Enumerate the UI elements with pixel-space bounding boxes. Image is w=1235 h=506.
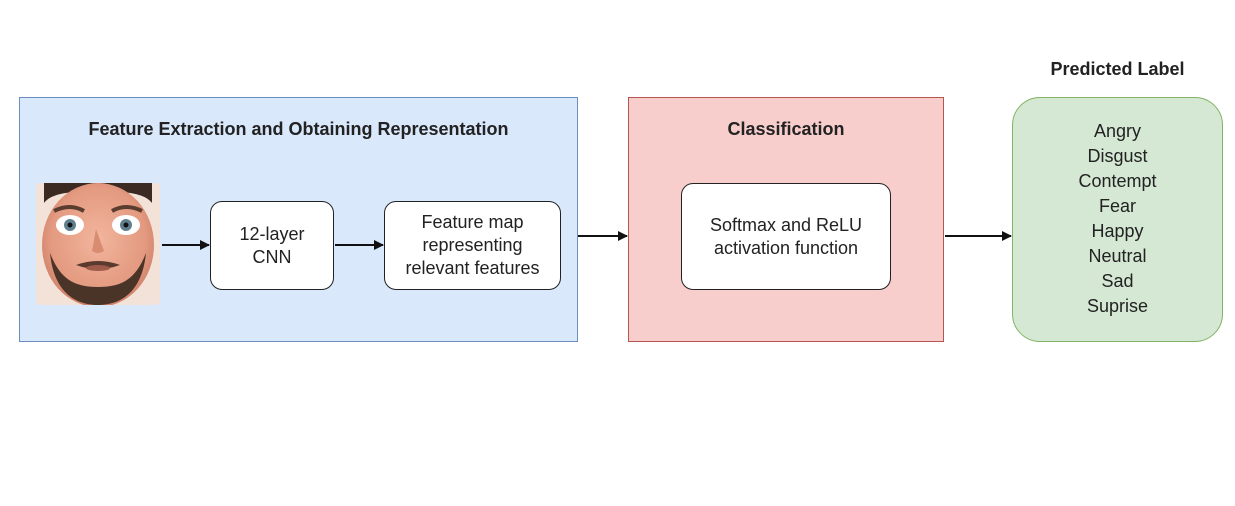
emotion-label: Happy: [1091, 221, 1144, 241]
cnn-box: 12-layer CNN: [210, 201, 334, 290]
classification-title: Classification: [727, 119, 845, 139]
predicted-label-panel: [1012, 97, 1223, 342]
emotion-label: Fear: [1098, 196, 1136, 216]
predicted-label-title: Predicted Label: [1050, 59, 1185, 79]
feature-map-box: Feature map representing relevant featur…: [384, 201, 561, 290]
feature-extraction-title: Feature Extraction and Obtaining Represe…: [88, 119, 509, 139]
emotion-label: Suprise: [1086, 296, 1149, 316]
emotion-label: Neutral: [1088, 246, 1147, 266]
emotion-label: Angry: [1093, 121, 1142, 141]
softmax-relu-box: Softmax and ReLU activation function: [681, 183, 891, 290]
emotion-label-list: Angry Disgust Contempt Fear Happy Neutra…: [1012, 119, 1223, 319]
emotion-label: Disgust: [1087, 146, 1148, 166]
emotion-label: Sad: [1101, 271, 1134, 291]
emotion-label: Contempt: [1078, 171, 1157, 191]
face-photo: [36, 183, 160, 305]
